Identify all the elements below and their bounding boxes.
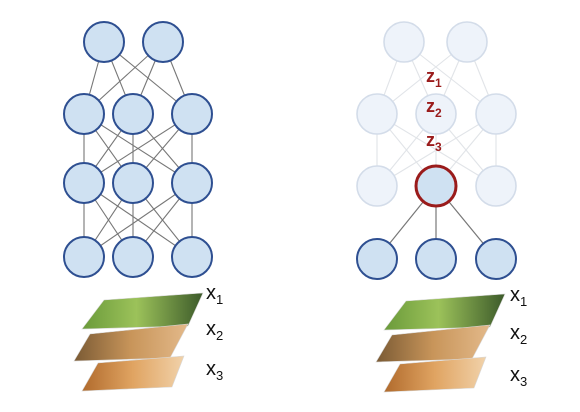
code-z2-subscript: 2: [435, 106, 442, 120]
right-network-node-l2-2: [475, 165, 517, 207]
highlighted-hidden-unit: [414, 164, 458, 208]
right-input-image-2: [375, 324, 491, 363]
left-network-node-l3-0: [63, 236, 105, 278]
right-network-node-l3-0: [356, 238, 398, 280]
left-network-node-l3-1: [112, 236, 154, 278]
nodes-layer: [63, 21, 517, 280]
right-input-x3-subscript: 3: [520, 374, 527, 389]
code-z3-subscript: 3: [435, 140, 442, 154]
right-input-x3-label: x3: [510, 364, 527, 389]
code-z1-subscript: 1: [435, 76, 442, 90]
right-input-image-1: [383, 293, 506, 331]
code-z1-label: z1: [426, 66, 442, 90]
image-stack-layer: [73, 292, 506, 393]
right-input-x2-subscript: 2: [520, 332, 527, 347]
code-z2-symbol: z: [426, 96, 435, 116]
left-network-node-l1-0: [63, 93, 105, 135]
left-network-node-l2-1: [112, 162, 154, 204]
code-z3-symbol: z: [426, 130, 435, 150]
left-network-node-l1-2: [171, 93, 213, 135]
left-input-x3-label: x3: [206, 358, 223, 383]
right-input-x1-label: x1: [510, 284, 527, 309]
right-network-node-l0-1: [446, 21, 488, 63]
right-network-node-l1-1: [415, 93, 457, 135]
right-network-node-l0-0: [383, 21, 425, 63]
left-input-x2-label: x2: [206, 318, 223, 343]
right-network-node-l3-1: [415, 238, 457, 280]
right-network-node-l2-0: [356, 165, 398, 207]
left-input-image-3: [81, 355, 185, 392]
code-z1-symbol: z: [426, 66, 435, 86]
left-network-edge: [83, 182, 193, 258]
right-network-faded-edge: [376, 113, 497, 187]
right-network-node-l1-2: [475, 93, 517, 135]
left-input-x3-symbol: x: [206, 358, 216, 380]
left-network-edge: [83, 113, 193, 184]
left-input-x3-subscript: 3: [216, 368, 223, 383]
left-input-x1-label: x1: [206, 282, 223, 307]
right-input-x1-symbol: x: [510, 284, 520, 306]
left-input-image-2: [73, 323, 189, 362]
left-network-node-l2-2: [171, 162, 213, 204]
right-input-x2-label: x2: [510, 322, 527, 347]
code-z3-label: z3: [426, 130, 442, 154]
right-network-node-l1-0: [356, 93, 398, 135]
left-input-x2-symbol: x: [206, 318, 216, 340]
code-z2-label: z2: [426, 96, 442, 120]
left-input-x1-subscript: 1: [216, 292, 223, 307]
right-input-x1-subscript: 1: [520, 294, 527, 309]
left-network-node-l2-0: [63, 162, 105, 204]
left-network-node-l0-1: [142, 21, 184, 63]
right-input-x2-symbol: x: [510, 322, 520, 344]
left-network-node-l0-0: [83, 21, 125, 63]
left-network-node-l3-2: [171, 236, 213, 278]
left-network-node-l1-1: [112, 93, 154, 135]
right-input-image-3: [383, 356, 487, 393]
left-input-image-1: [81, 292, 204, 330]
left-input-x1-symbol: x: [206, 282, 216, 304]
left-input-x2-subscript: 2: [216, 328, 223, 343]
right-network-node-l3-2: [475, 238, 517, 280]
right-input-x3-symbol: x: [510, 364, 520, 386]
